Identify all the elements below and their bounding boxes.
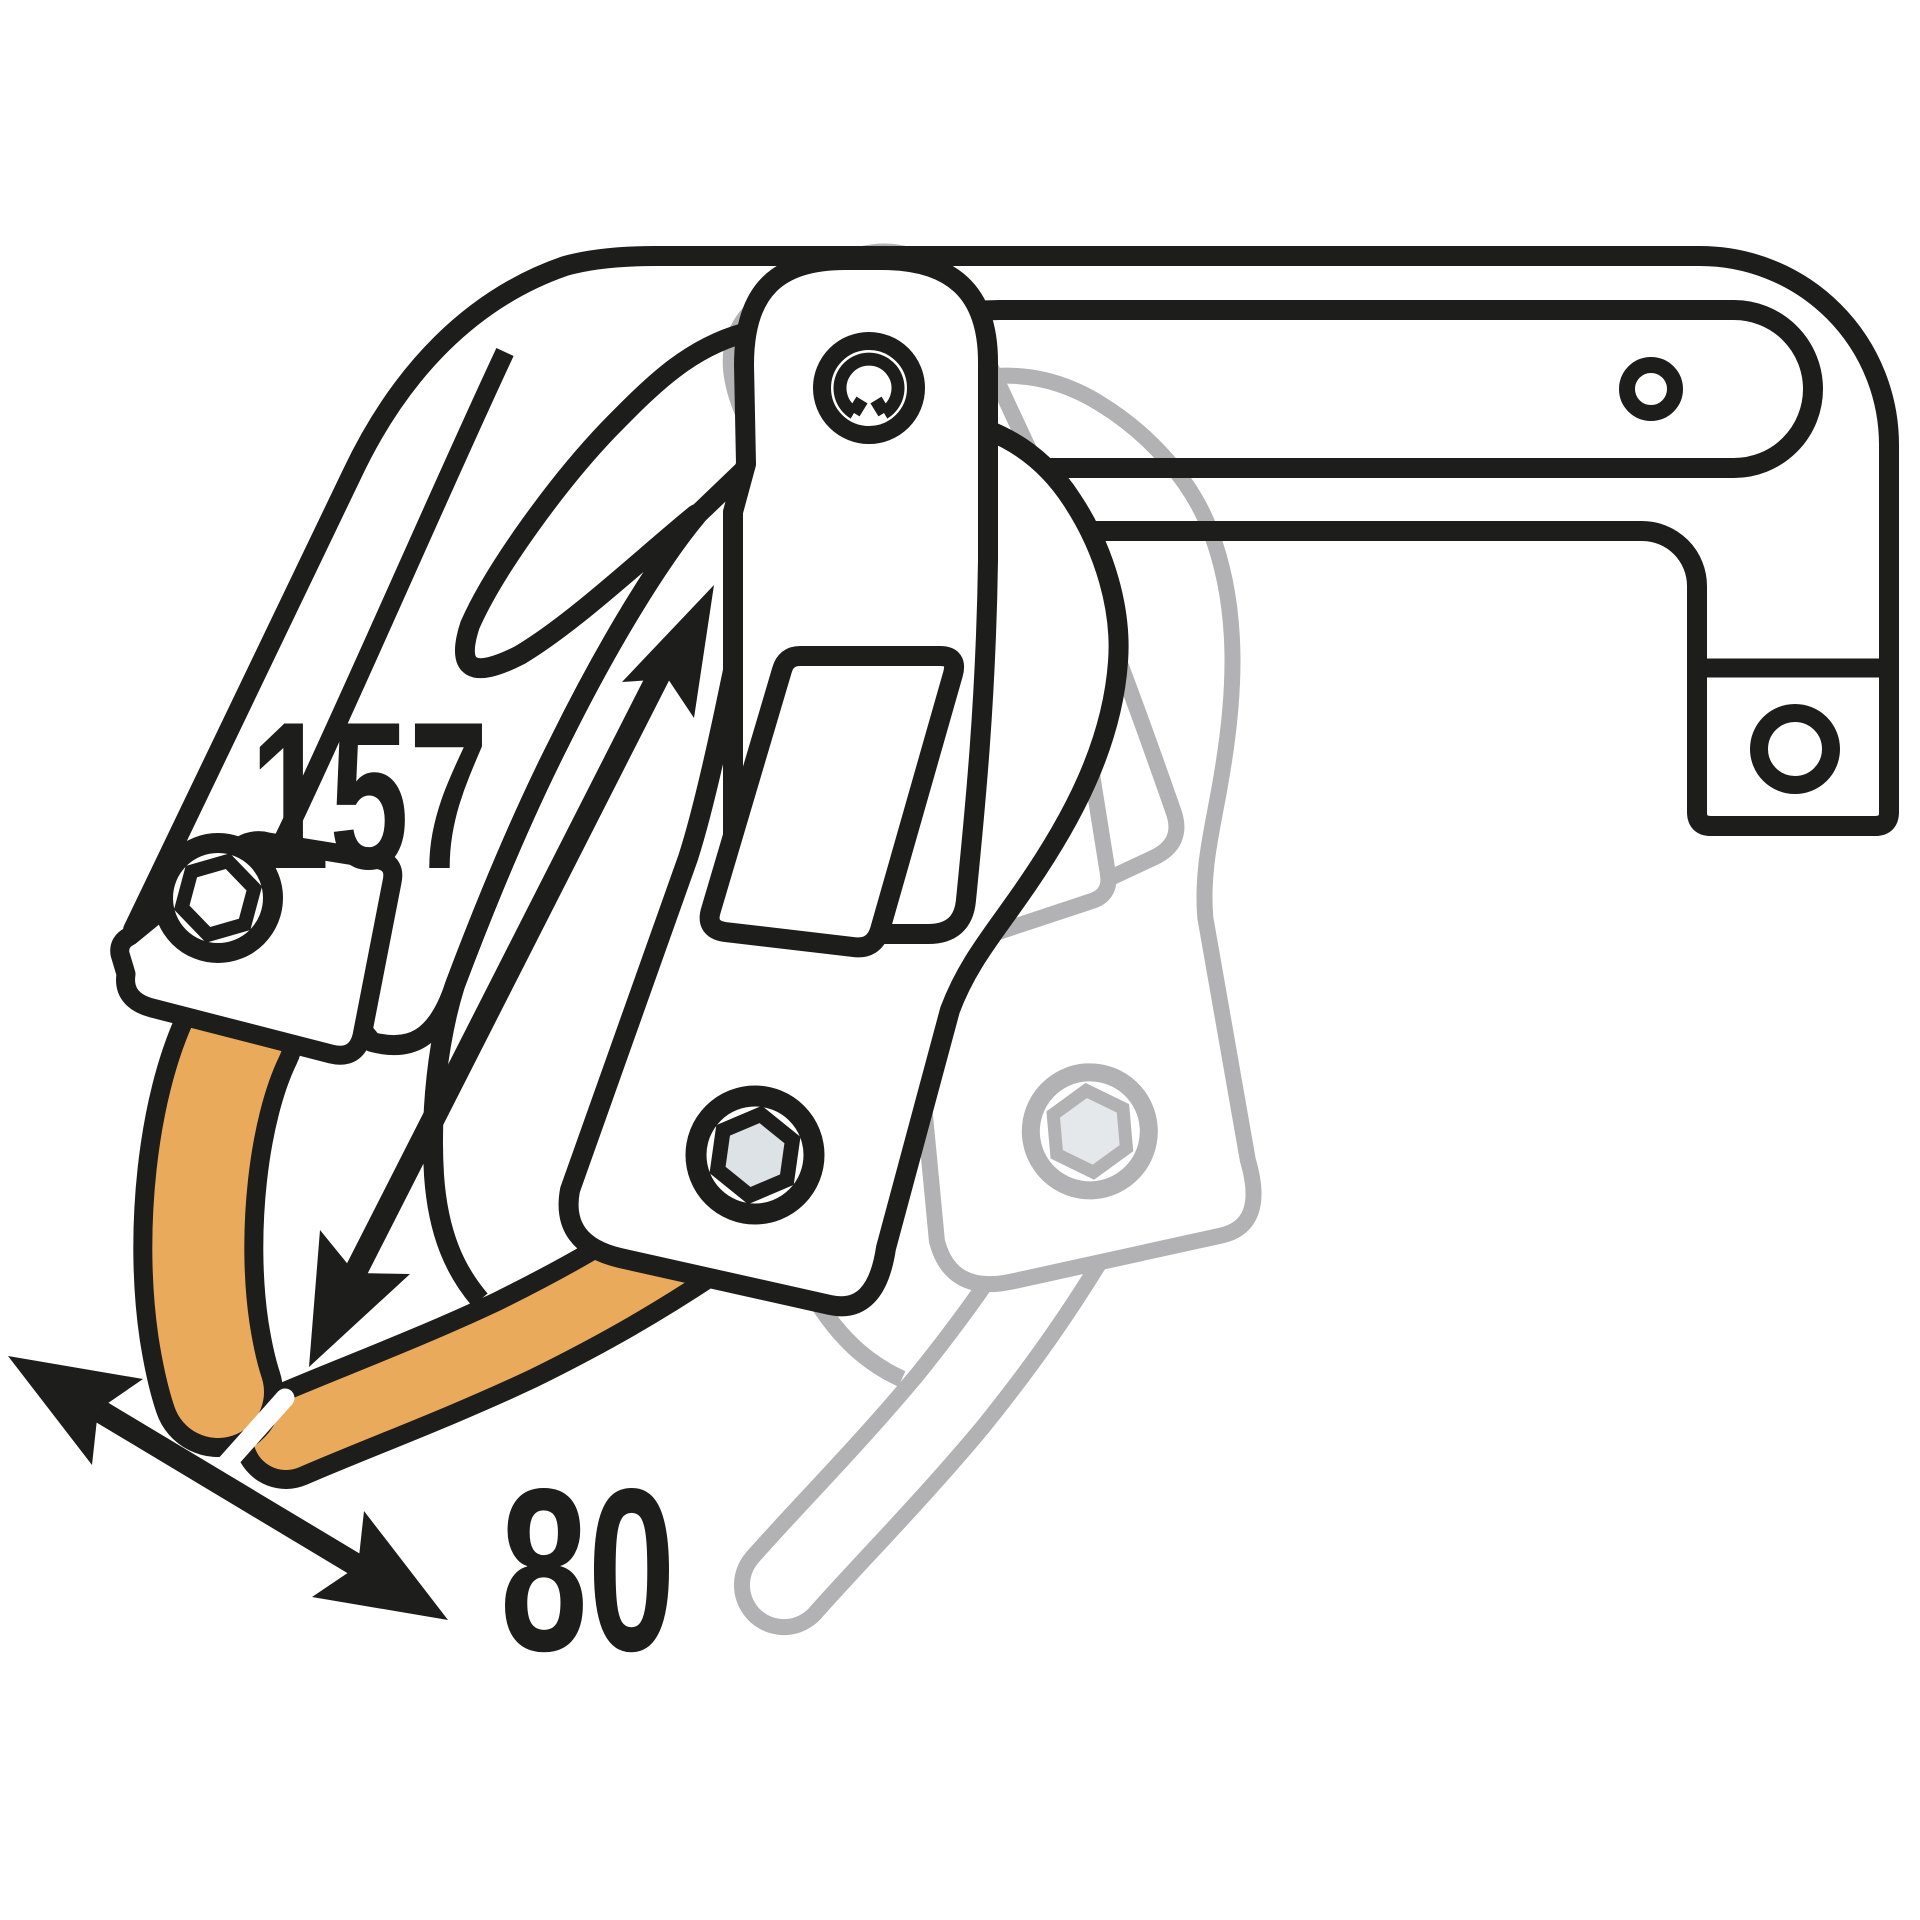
lug-hole [1750,704,1840,794]
dim-157-arrow-shaft [344,663,673,1279]
dim-80-arrowhead-left [8,1356,143,1465]
dim-80-arrowhead-right [312,1511,448,1620]
dim-157-label: 157 [250,679,488,914]
body-bumper [198,1036,238,1392]
dim-80-label: 80 [500,1441,675,1701]
ghost-hex-bolt [1051,1087,1128,1175]
dimension-157: 157 [250,585,714,1367]
frame-small-hole [1619,357,1683,421]
dim-157-arrowhead-top [622,585,714,718]
tongue-snap-ring [833,352,905,419]
dimension-80: 80 [8,1356,675,1700]
dim-80-arrow-shaft [92,1400,364,1576]
gate-bolt-hex [715,1110,796,1201]
dim-157-arrowhead-bottom [309,1230,410,1367]
ghost-open-gate [287,167,1539,1586]
